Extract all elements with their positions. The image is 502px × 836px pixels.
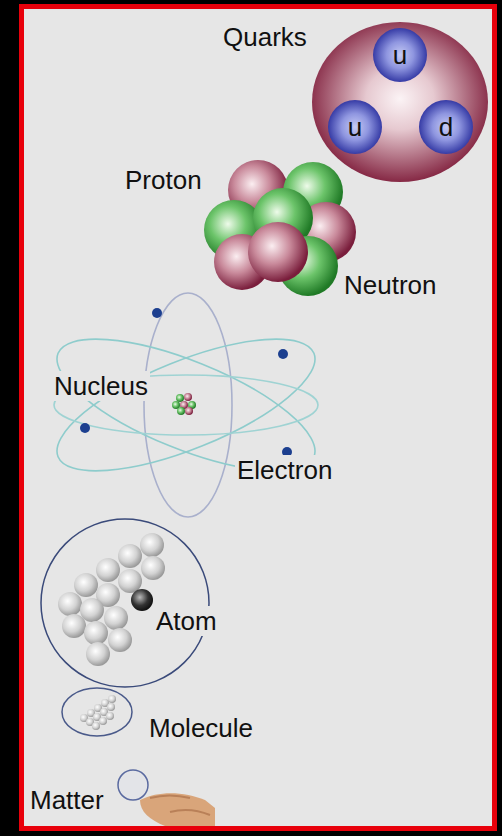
- node-outline: [40, 518, 210, 688]
- text-holder: u: [373, 28, 427, 82]
- label-holder: Molecule: [147, 713, 255, 743]
- quark-circle: u: [328, 100, 382, 154]
- heading-holder: Quarks: [223, 22, 307, 52]
- molecule-symbol: [62, 688, 132, 736]
- heading-holder: Atom: [154, 606, 219, 636]
- nucleon-cluster: [204, 160, 356, 296]
- atom-circle: Atom: [40, 518, 210, 688]
- particle-label: Proton: [123, 165, 204, 195]
- part-label: Nucleus: [52, 371, 150, 401]
- heading-text: Atom: [154, 606, 219, 636]
- text-holder: d: [419, 100, 473, 154]
- label-holder: Nucleus: [52, 371, 150, 401]
- quark-circle: d: [419, 100, 473, 154]
- quark-letter: u: [393, 40, 407, 70]
- particle-label: Neutron: [342, 270, 439, 300]
- scale-label: Molecule: [147, 713, 255, 743]
- quark-container-circle: Quarksuud: [312, 22, 488, 182]
- nucleus-cluster: [172, 393, 196, 415]
- heading-text: Quarks: [223, 22, 307, 52]
- label-holder: Electron: [235, 455, 334, 485]
- quark-letter: u: [348, 112, 362, 142]
- quark-letter: d: [439, 112, 453, 142]
- label-holder: Proton: [123, 165, 204, 195]
- quark-circle: u: [373, 28, 427, 82]
- label-holder: Matter: [28, 785, 106, 815]
- particle-label: Electron: [235, 455, 334, 485]
- scale-label: Matter: [28, 785, 106, 815]
- label-holder: Neutron: [342, 270, 439, 300]
- text-holder: u: [328, 100, 382, 154]
- atom-lattice: [58, 533, 165, 666]
- hand-picture: [118, 770, 215, 826]
